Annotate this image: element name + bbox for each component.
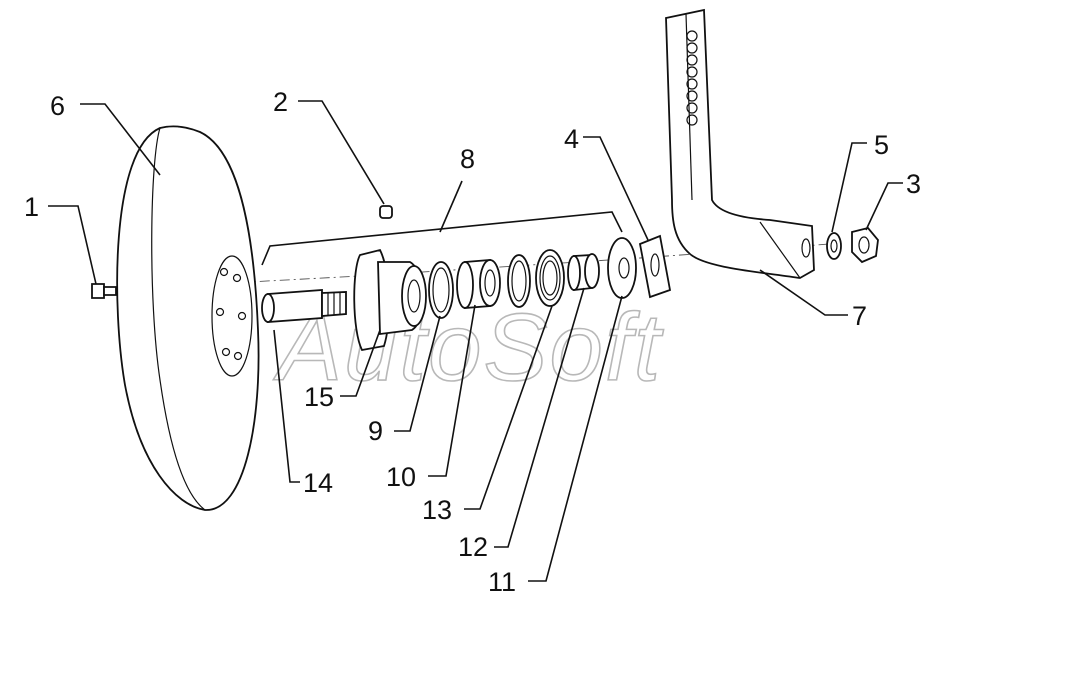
part-11-washer [607, 237, 637, 299]
callout-11: 11 [488, 567, 516, 597]
callout-2: 2 [273, 87, 288, 117]
part-13-seal [535, 249, 565, 307]
part-2-nipple [379, 205, 393, 219]
callout-6: 6 [50, 91, 65, 121]
callout-8: 8 [460, 144, 475, 174]
callout-14: 14 [303, 468, 333, 498]
callout-10: 10 [386, 462, 416, 492]
part-14-shaft [261, 289, 347, 323]
callout-1: 1 [24, 192, 39, 222]
part-3-nut [851, 226, 879, 264]
part-4-clip-plate [638, 234, 672, 299]
part-9-circlip [428, 261, 454, 319]
callout-15: 15 [304, 382, 334, 412]
part-15-hub [353, 248, 427, 352]
callout-13: 13 [422, 495, 452, 525]
part-10-bearing [456, 259, 501, 309]
part-5-lock-washer [826, 232, 842, 260]
part-ring [507, 254, 531, 308]
part-8-group-bracket [261, 211, 623, 266]
callout-9: 9 [368, 416, 383, 446]
leader-lines [48, 100, 903, 582]
callout-12: 12 [458, 532, 488, 562]
part-6-disc [116, 125, 260, 511]
assembly-axis [99, 243, 831, 291]
callout-3: 3 [906, 169, 921, 199]
callout-5: 5 [874, 130, 889, 160]
callout-4: 4 [564, 124, 579, 154]
callout-7: 7 [852, 301, 867, 331]
part-1-bolt [91, 283, 117, 299]
part-7-arm-bracket [665, 8, 815, 279]
part-12-spacer [567, 253, 600, 292]
